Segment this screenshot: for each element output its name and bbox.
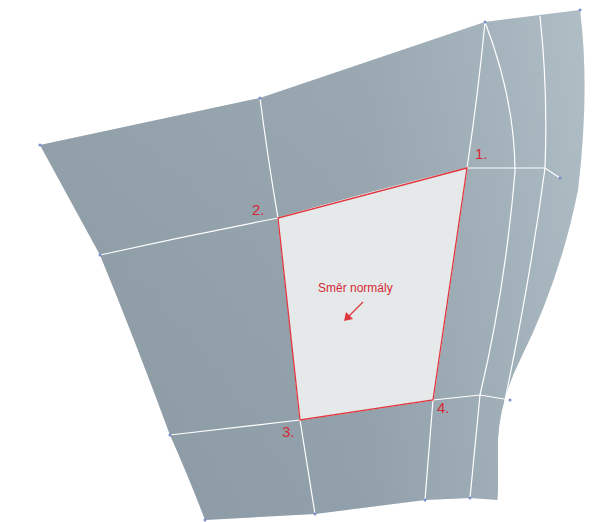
control-points <box>39 9 582 522</box>
patch-edges <box>100 16 560 514</box>
normal-label: Směr normály <box>318 282 393 295</box>
surface-shade <box>40 10 585 520</box>
callout-number: 2. <box>252 202 265 219</box>
callout-number: 1. <box>475 146 488 163</box>
callout-number: 4. <box>437 400 450 417</box>
callout-number: 3. <box>282 424 295 441</box>
normal-arrow <box>344 302 363 321</box>
surface <box>40 10 585 520</box>
selected-patch <box>278 168 467 420</box>
